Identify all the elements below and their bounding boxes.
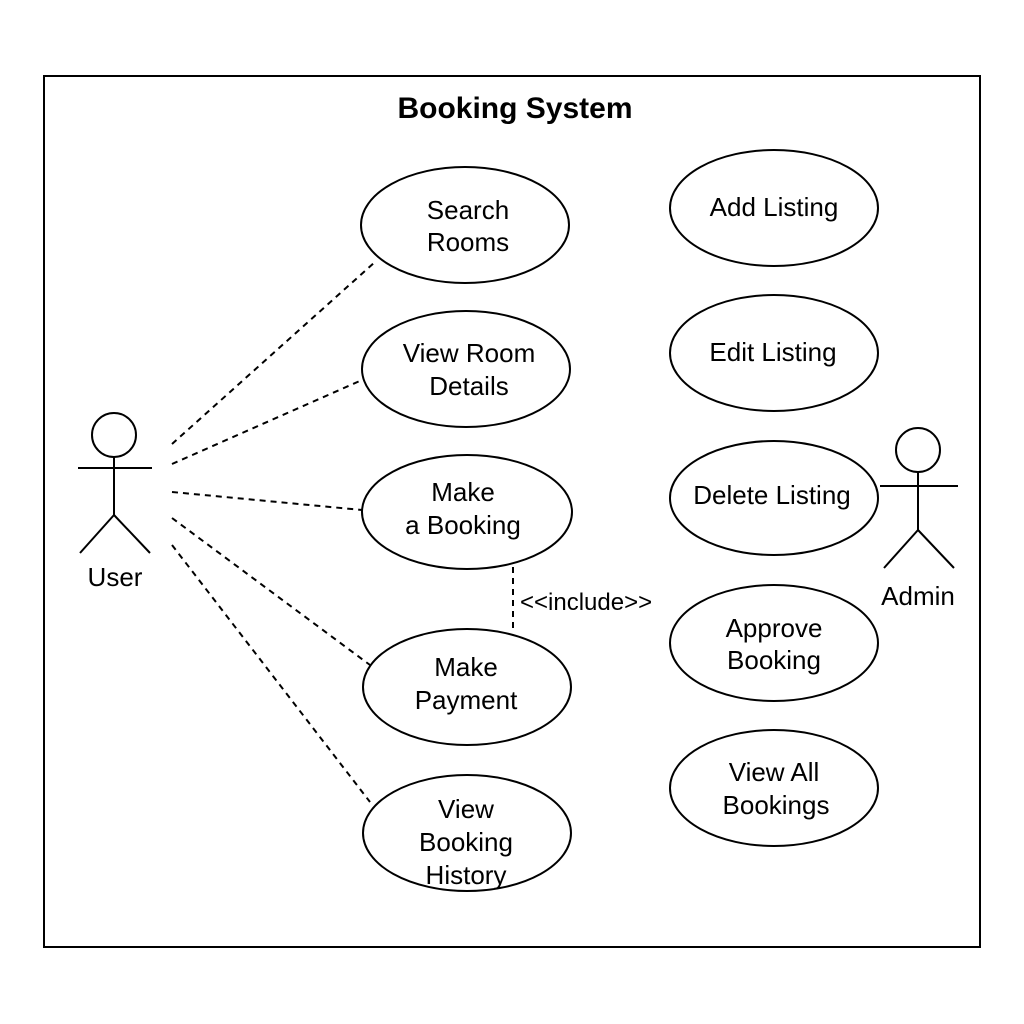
use-case-view-booking-history-shape xyxy=(362,774,572,892)
use-case-search-rooms[interactable]: Search Rooms xyxy=(360,166,570,284)
actor-user-left-leg xyxy=(79,514,115,554)
actor-admin-left-leg xyxy=(883,529,919,569)
use-case-view-booking-history-line-2: Booking xyxy=(419,827,513,857)
include-label: <<include>> xyxy=(520,589,652,616)
use-case-edit-listing[interactable]: Edit Listing xyxy=(669,294,879,412)
actor-admin-label: Admin xyxy=(881,581,955,611)
use-case-delete-listing-line-1: Delete Listing xyxy=(693,480,851,510)
use-case-make-payment-shape xyxy=(362,628,572,746)
use-case-view-room-details-shape xyxy=(361,310,571,428)
use-case-delete-listing[interactable]: Delete Listing xyxy=(669,440,879,556)
use-case-make-booking-shape xyxy=(361,454,573,570)
use-case-search-rooms-line-1: Search xyxy=(427,195,509,225)
use-case-view-booking-history-line-3: History xyxy=(426,860,507,890)
system-boundary xyxy=(43,75,981,948)
association-user-view-room-details xyxy=(171,379,363,465)
use-case-view-room-details[interactable]: View Room Details xyxy=(361,310,571,428)
use-case-view-all-bookings-line-1: View All xyxy=(729,757,820,787)
use-case-view-room-details-line-2: Details xyxy=(429,371,508,401)
use-case-view-booking-history[interactable]: View Booking History xyxy=(362,774,572,892)
actor-admin-head xyxy=(895,427,941,473)
use-case-add-listing[interactable]: Add Listing xyxy=(669,149,879,267)
use-case-make-payment[interactable]: Make Payment xyxy=(362,628,572,746)
use-case-view-booking-history-line-1: View xyxy=(438,794,494,824)
actor-user-right-leg xyxy=(113,514,151,554)
system-title: Booking System xyxy=(397,92,632,125)
use-case-add-listing-shape xyxy=(669,149,879,267)
use-case-approve-booking-line-1: Approve xyxy=(726,613,823,643)
association-user-search-rooms xyxy=(171,261,376,445)
actor-user-label: User xyxy=(88,562,143,592)
use-case-make-booking-line-2: a Booking xyxy=(405,510,521,540)
actor-admin-right-leg xyxy=(917,529,955,569)
use-case-make-payment-line-2: Payment xyxy=(415,685,518,715)
use-case-edit-listing-shape xyxy=(669,294,879,412)
use-case-edit-listing-line-1: Edit Listing xyxy=(709,337,836,367)
use-case-view-all-bookings[interactable]: View All Bookings xyxy=(669,729,879,847)
use-case-view-all-bookings-line-2: Bookings xyxy=(723,790,830,820)
use-case-search-rooms-shape xyxy=(360,166,570,284)
actor-user-head xyxy=(91,412,137,458)
use-case-make-payment-line-1: Make xyxy=(434,652,498,682)
use-case-make-booking-line-1: Make xyxy=(431,477,495,507)
use-case-view-all-bookings-shape xyxy=(669,729,879,847)
actor-user: User xyxy=(78,412,152,592)
association-user-make-payment xyxy=(171,517,371,666)
use-case-approve-booking-line-2: Booking xyxy=(727,645,821,675)
use-case-approve-booking[interactable]: Approve Booking xyxy=(669,584,879,702)
use-case-make-booking[interactable]: Make a Booking xyxy=(361,454,573,570)
actor-admin: Admin xyxy=(880,427,958,611)
use-case-approve-booking-shape xyxy=(669,584,879,702)
use-case-search-rooms-line-2: Rooms xyxy=(427,227,509,257)
association-user-view-booking-history xyxy=(171,544,371,803)
use-case-view-room-details-line-1: View Room xyxy=(403,338,535,368)
association-user-make-booking xyxy=(171,491,363,511)
use-case-delete-listing-shape xyxy=(669,440,879,556)
use-case-add-listing-line-1: Add Listing xyxy=(710,192,839,222)
